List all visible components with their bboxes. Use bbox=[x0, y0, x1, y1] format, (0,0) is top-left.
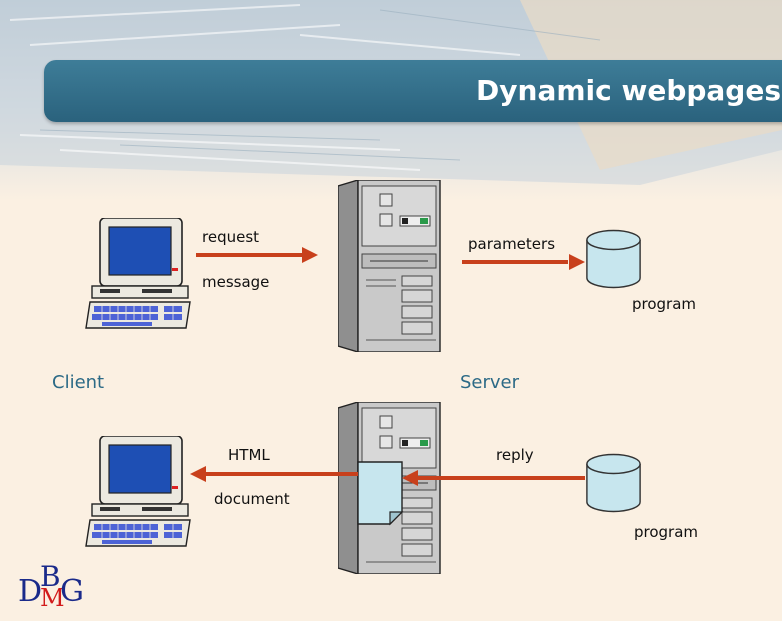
server-caption: Server bbox=[460, 372, 520, 393]
html-document-icon bbox=[357, 461, 404, 526]
message-label: message bbox=[202, 273, 270, 291]
dbmg-logo: D B M G bbox=[18, 560, 98, 612]
client-caption: Client bbox=[52, 372, 105, 393]
slide-title: Dynamic webpages bbox=[476, 74, 781, 107]
reply-arrow bbox=[402, 470, 585, 486]
html-document-arrow bbox=[190, 466, 358, 482]
parameters-label: parameters bbox=[468, 235, 556, 253]
program-label: program bbox=[634, 523, 699, 541]
program-label: program bbox=[632, 295, 697, 313]
client-computer-icon bbox=[85, 218, 191, 329]
logo-letter-d: D bbox=[18, 574, 43, 609]
document-label: document bbox=[214, 490, 290, 508]
html-label: HTML bbox=[228, 446, 270, 464]
database-program-icon bbox=[586, 453, 641, 513]
title-bar: Dynamic webpages bbox=[44, 60, 782, 122]
logo-letter-m: M bbox=[40, 584, 65, 612]
request-label: request bbox=[202, 228, 260, 246]
request-arrow bbox=[196, 247, 318, 263]
server-tower-icon bbox=[338, 180, 441, 352]
reply-label: reply bbox=[496, 446, 534, 464]
parameters-arrow bbox=[462, 254, 585, 270]
database-program-icon bbox=[586, 229, 641, 289]
client-computer-icon bbox=[85, 436, 191, 547]
logo-letter-g: G bbox=[60, 574, 84, 609]
logo-letter-b: B bbox=[40, 560, 61, 593]
